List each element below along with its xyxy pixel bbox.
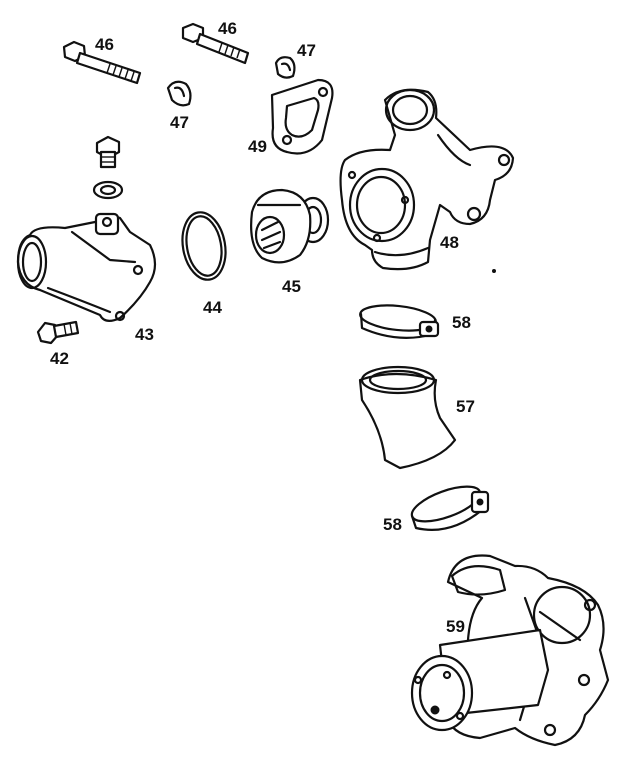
- thermostat-housing-icon: [339, 88, 515, 271]
- callout-58-upper: 58: [452, 313, 471, 332]
- callout-42: 42: [50, 349, 69, 368]
- o-ring-icon: [181, 211, 227, 281]
- callout-58-lower: 58: [383, 515, 402, 534]
- callout-49: 49: [248, 137, 267, 156]
- callout-46-left: 46: [95, 35, 114, 54]
- housing-cover-icon: [16, 212, 157, 322]
- callout-43: 43: [135, 325, 154, 344]
- thermostat-icon: [250, 188, 330, 264]
- bolt-icon: [36, 320, 80, 345]
- callout-48: 48: [440, 233, 459, 252]
- callout-46-right: 46: [218, 19, 237, 38]
- bushing-icon: [166, 80, 192, 107]
- speck: [492, 269, 496, 273]
- bolt-icon: [181, 22, 250, 65]
- hose-icon: [358, 365, 457, 470]
- hose-clamp-icon: [359, 304, 440, 339]
- callout-44: 44: [203, 298, 222, 317]
- callout-59: 59: [446, 617, 465, 636]
- bolt-icon: [62, 40, 142, 85]
- bolt-icon: [95, 135, 121, 169]
- callout-45: 45: [282, 277, 301, 296]
- callout-57: 57: [456, 397, 475, 416]
- gasket-icon: [270, 78, 334, 155]
- callout-47-right: 47: [297, 41, 316, 60]
- water-pump-icon: [410, 554, 610, 747]
- hose-clamp-icon: [410, 485, 490, 531]
- washer-icon: [92, 180, 124, 200]
- callout-47-left: 47: [170, 113, 189, 132]
- bushing-icon: [274, 56, 296, 79]
